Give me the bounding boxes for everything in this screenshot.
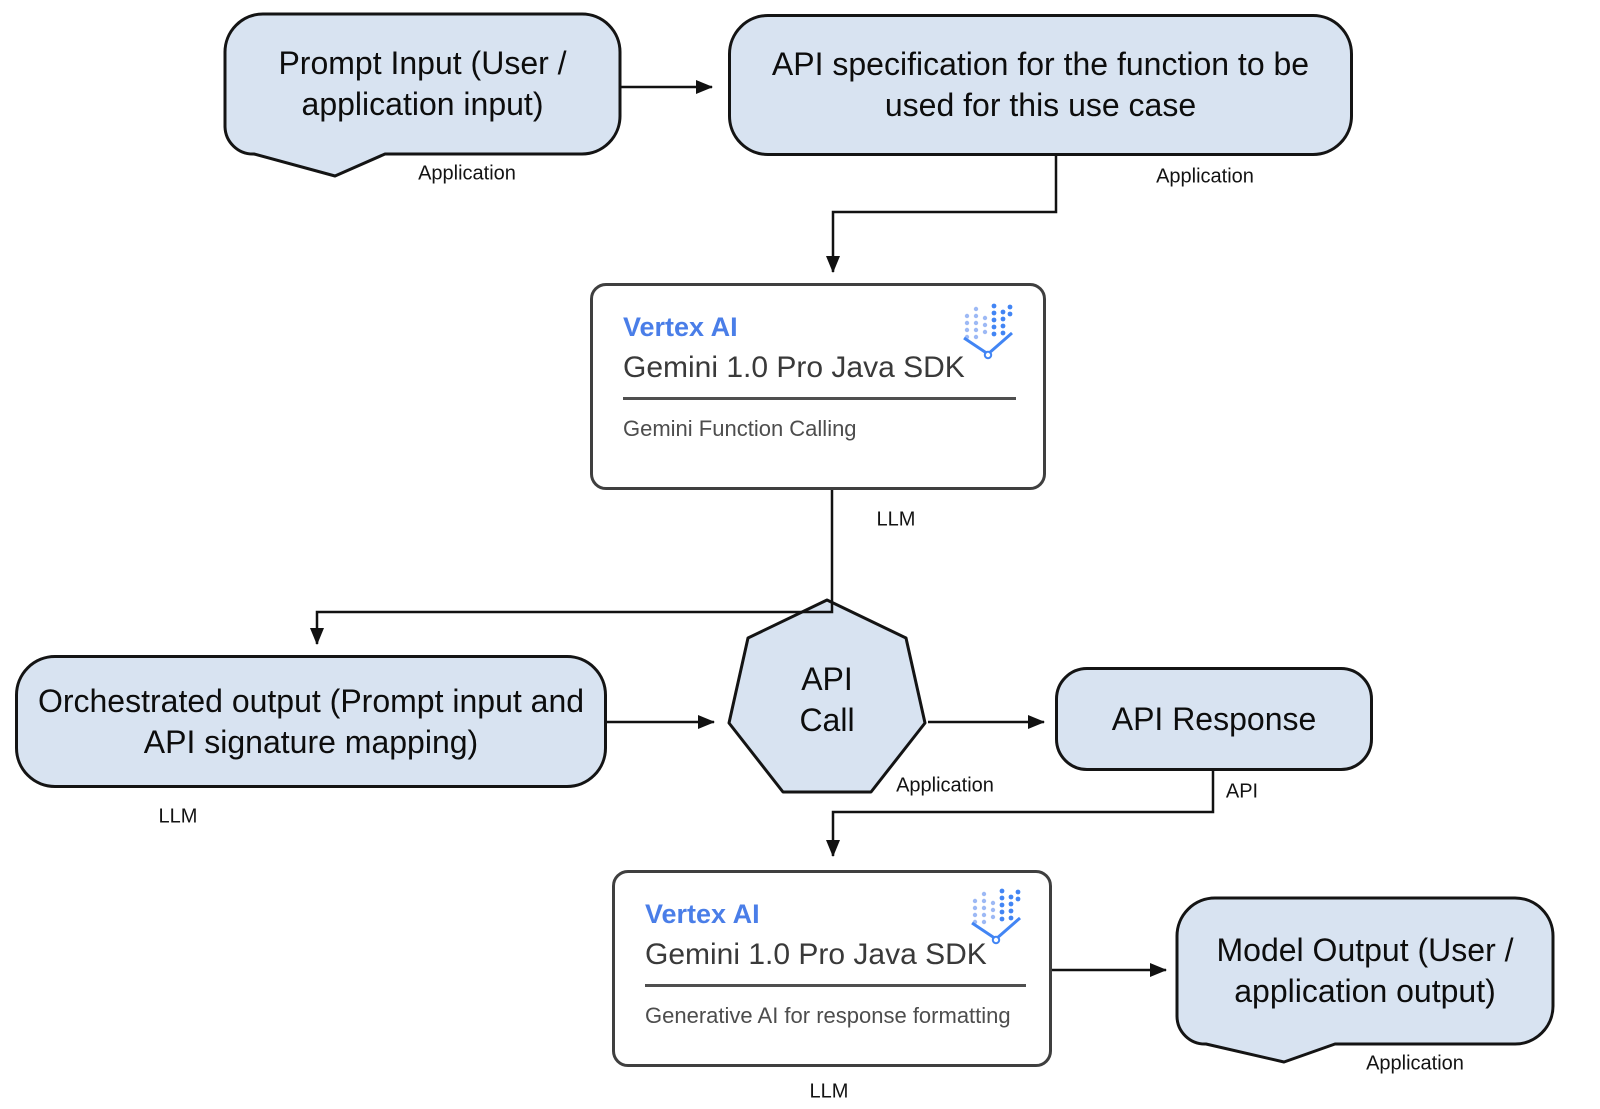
card-llm-function-calling: Vertex AI Gemini 1.0 Pro Java SDK Gemini… — [590, 283, 1046, 490]
connector-apispec-to-llm1 — [826, 155, 1058, 273]
node-orchestrated-output: Orchestrated output (Prompt input and AP… — [15, 655, 607, 788]
vertex-ai-icon — [971, 888, 1021, 945]
llm1-tag: LLM — [876, 508, 916, 531]
card-llm-response-formatting: Vertex AI Gemini 1.0 Pro Java SDK Genera… — [612, 870, 1052, 1067]
api-response-label: API Response — [1111, 700, 1317, 737]
node-api-spec: API specification for the function to be… — [728, 14, 1353, 156]
vertex-ai-title: Vertex AI — [645, 899, 760, 929]
orchestrated-output-tag: LLM — [158, 805, 198, 828]
vertex-ai-title: Vertex AI — [623, 312, 738, 342]
card-divider — [623, 397, 1016, 400]
card-feature-label: Generative AI for response formatting — [645, 1003, 1011, 1028]
api-call-tag: Application — [896, 774, 994, 797]
orchestrated-output-label: Orchestrated output (Prompt input and AP… — [37, 682, 585, 760]
connector-llm1-to-orchestrated — [310, 490, 834, 645]
prompt-input-label: Prompt Input (User / application input) — [278, 45, 567, 122]
llm2-tag: LLM — [809, 1080, 849, 1103]
prompt-input-tag: Application — [418, 162, 516, 185]
connector-apiresponse-to-llm2 — [826, 771, 1215, 857]
api-call-shape — [727, 598, 927, 794]
prompt-input-shape — [223, 12, 622, 178]
gemini-sdk-label: Gemini 1.0 Pro Java SDK — [623, 351, 965, 384]
node-api-response: API Response — [1055, 667, 1373, 771]
card-divider — [645, 984, 1026, 987]
vertex-ai-icon — [963, 303, 1013, 360]
node-model-output: Model Output (User / application output) — [1177, 898, 1553, 1044]
api-call-label: API Call — [799, 661, 855, 738]
api-response-tag: API — [1225, 780, 1259, 803]
card-feature-label: Gemini Function Calling — [623, 416, 857, 441]
gemini-sdk-label: Gemini 1.0 Pro Java SDK — [645, 938, 987, 971]
api-spec-label: API specification for the function to be… — [771, 46, 1310, 123]
model-output-shape — [1175, 896, 1555, 1064]
api-spec-tag: Application — [1156, 165, 1254, 188]
model-output-label: Model Output (User / application output) — [1216, 932, 1514, 1009]
node-prompt-input: Prompt Input (User / application input) — [225, 14, 620, 154]
node-api-call: API Call — [767, 640, 887, 760]
model-output-tag: Application — [1366, 1052, 1464, 1075]
